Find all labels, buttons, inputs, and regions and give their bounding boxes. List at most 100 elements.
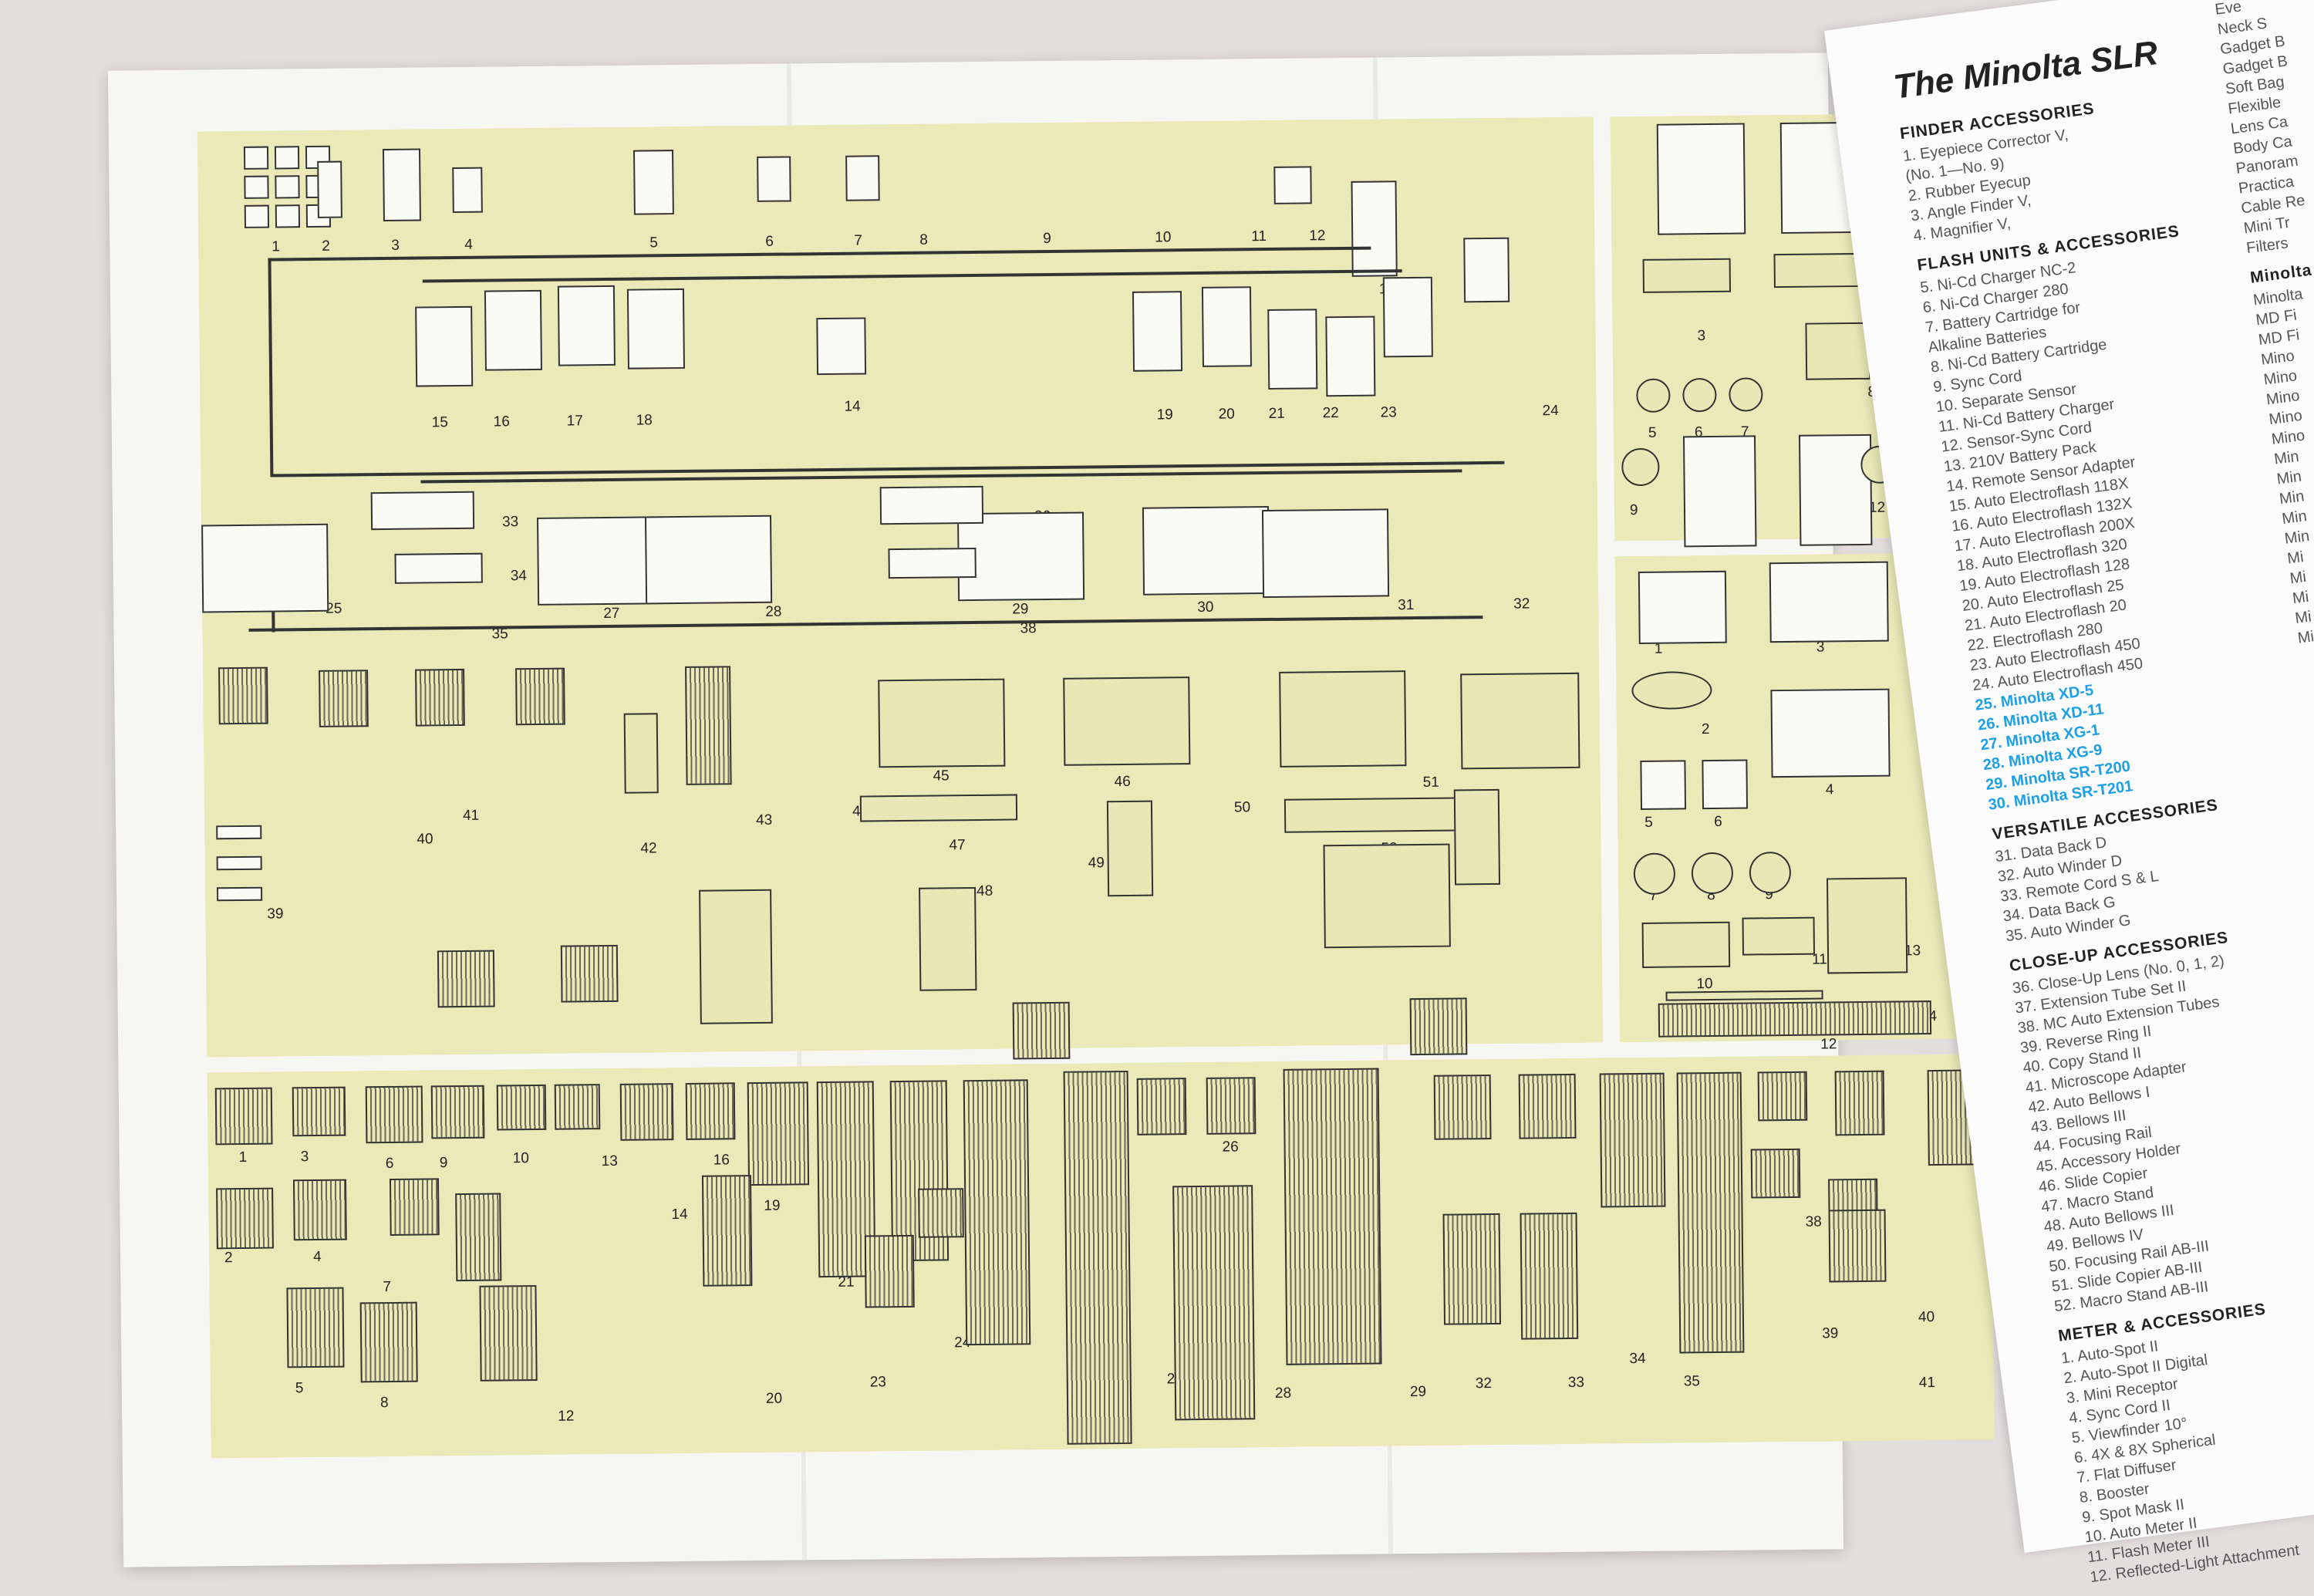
practical-grip-icon bbox=[1742, 916, 1816, 956]
electroflash-icon bbox=[1382, 276, 1433, 358]
item-number: 5 bbox=[1648, 424, 1657, 441]
item-number: 6 bbox=[765, 233, 774, 250]
item-number: 4 bbox=[1825, 781, 1834, 798]
slide-copier-icon bbox=[1106, 800, 1154, 897]
item-number: 41 bbox=[1918, 1375, 1936, 1392]
lens-icon bbox=[1172, 1185, 1256, 1421]
item-number: 23 bbox=[1380, 404, 1397, 421]
connector-line bbox=[268, 258, 274, 474]
item-number: 3 bbox=[391, 237, 400, 254]
lens-icon bbox=[1834, 1070, 1885, 1136]
lens-icon bbox=[1599, 1072, 1666, 1208]
electroflash-icon bbox=[1201, 286, 1253, 367]
item-number: 1 bbox=[272, 238, 280, 255]
item-number: 41 bbox=[462, 807, 480, 824]
lens-icon bbox=[1012, 1001, 1071, 1060]
gadget-bag-icon bbox=[1769, 561, 1889, 643]
flash-meter-icon bbox=[1798, 434, 1873, 546]
eyepiece-corrector-icon bbox=[274, 146, 300, 170]
focusing-rail-icon bbox=[859, 794, 1018, 822]
lens-icon bbox=[701, 1175, 753, 1287]
camera-body-icon bbox=[1142, 506, 1270, 596]
item-number: 3 bbox=[300, 1149, 309, 1166]
body-cap-icon bbox=[1691, 852, 1734, 895]
camera-body-icon bbox=[201, 523, 329, 613]
lens-icon bbox=[214, 1087, 273, 1146]
item-number: 10 bbox=[1696, 976, 1713, 993]
item-number: 9 bbox=[1043, 230, 1051, 248]
lens-icon bbox=[1136, 1078, 1187, 1135]
rubber-eyecup-icon bbox=[317, 160, 342, 218]
diffuser-icon bbox=[1729, 377, 1763, 412]
eyepiece-corrector-icon bbox=[244, 204, 270, 228]
lens-panel: 1234567891011121314161920212223242526272… bbox=[207, 1054, 1995, 1459]
item-number: 24 bbox=[1542, 403, 1559, 420]
lens-icon bbox=[1063, 1070, 1132, 1445]
lens-icon bbox=[1206, 1077, 1257, 1135]
electroflash-icon bbox=[1325, 315, 1376, 397]
data-back-icon bbox=[879, 485, 984, 525]
soft-bag-icon bbox=[1640, 760, 1687, 810]
lens-icon bbox=[963, 1079, 1031, 1346]
lens-icon bbox=[1750, 1148, 1801, 1199]
magnifier-icon bbox=[452, 167, 483, 214]
bellows-icon bbox=[1460, 672, 1580, 770]
item-number: 4 bbox=[464, 236, 473, 253]
item-number: 46 bbox=[1114, 773, 1131, 791]
close-up-lens-icon bbox=[216, 886, 263, 902]
item-number: 9 bbox=[1629, 501, 1638, 519]
item-number: 6 bbox=[385, 1155, 394, 1173]
lens-icon bbox=[359, 1301, 418, 1383]
lens-icon bbox=[1828, 1178, 1878, 1213]
item-number: 31 bbox=[1398, 597, 1415, 614]
panorama-head-icon bbox=[1641, 921, 1731, 968]
eyepiece-corrector-icon bbox=[275, 175, 300, 199]
lens-icon bbox=[292, 1179, 347, 1241]
item-number: 33 bbox=[1567, 1374, 1585, 1391]
lens-icon bbox=[292, 1086, 346, 1137]
item-number: 30 bbox=[1197, 599, 1214, 616]
lens-icon bbox=[1409, 997, 1468, 1056]
close-up-lens-icon bbox=[216, 825, 262, 840]
item-number: 18 bbox=[636, 412, 653, 429]
copy-stand-icon bbox=[623, 713, 659, 794]
item-number: 29 bbox=[1409, 1383, 1427, 1401]
item-number: 6 bbox=[1714, 813, 1722, 830]
item-number: 17 bbox=[566, 413, 583, 430]
spot-meter-icon bbox=[1656, 123, 1746, 235]
item-number: 32 bbox=[1513, 596, 1530, 612]
item-number: 16 bbox=[713, 1152, 730, 1169]
eyepiece-corrector-icon bbox=[243, 146, 269, 170]
auto-winder-icon bbox=[394, 552, 483, 584]
item-number: 40 bbox=[417, 831, 433, 848]
item-number: 45 bbox=[933, 768, 950, 785]
item-number: 19 bbox=[1156, 407, 1173, 423]
system-chart-panel: 1234567891011121314151617181920212223242… bbox=[197, 116, 1604, 1060]
item-number: 3 bbox=[1697, 328, 1706, 345]
item-number: 35 bbox=[1683, 1373, 1701, 1390]
diffuser-icon bbox=[1682, 377, 1717, 413]
item-number: 48 bbox=[976, 882, 993, 899]
item-number: 9 bbox=[439, 1155, 448, 1172]
item-number: 32 bbox=[1475, 1375, 1493, 1392]
auto-meter-icon bbox=[1682, 435, 1757, 548]
lens-icon bbox=[560, 944, 619, 1003]
item-number: 38 bbox=[1805, 1213, 1822, 1230]
item-number: 23 bbox=[869, 1374, 887, 1391]
focusing-rail-icon bbox=[1283, 797, 1458, 833]
sensor-icon bbox=[1273, 166, 1312, 204]
item-number: 7 bbox=[854, 232, 862, 249]
neck-strap-icon bbox=[1631, 670, 1712, 710]
bellows-icon bbox=[1063, 677, 1191, 766]
lens-icon bbox=[554, 1084, 601, 1130]
mini-receptor-icon bbox=[1642, 258, 1732, 293]
data-back-icon bbox=[370, 491, 475, 531]
lens-icon bbox=[365, 1085, 423, 1144]
connector-line bbox=[268, 246, 1371, 262]
eveready-case-icon bbox=[1638, 570, 1727, 644]
electroflash-icon bbox=[484, 289, 542, 371]
lens-icon bbox=[479, 1284, 538, 1382]
item-number: 22 bbox=[1322, 405, 1339, 422]
auto-bellows-icon bbox=[1279, 670, 1407, 768]
battery-cartridge-icon bbox=[845, 155, 880, 201]
